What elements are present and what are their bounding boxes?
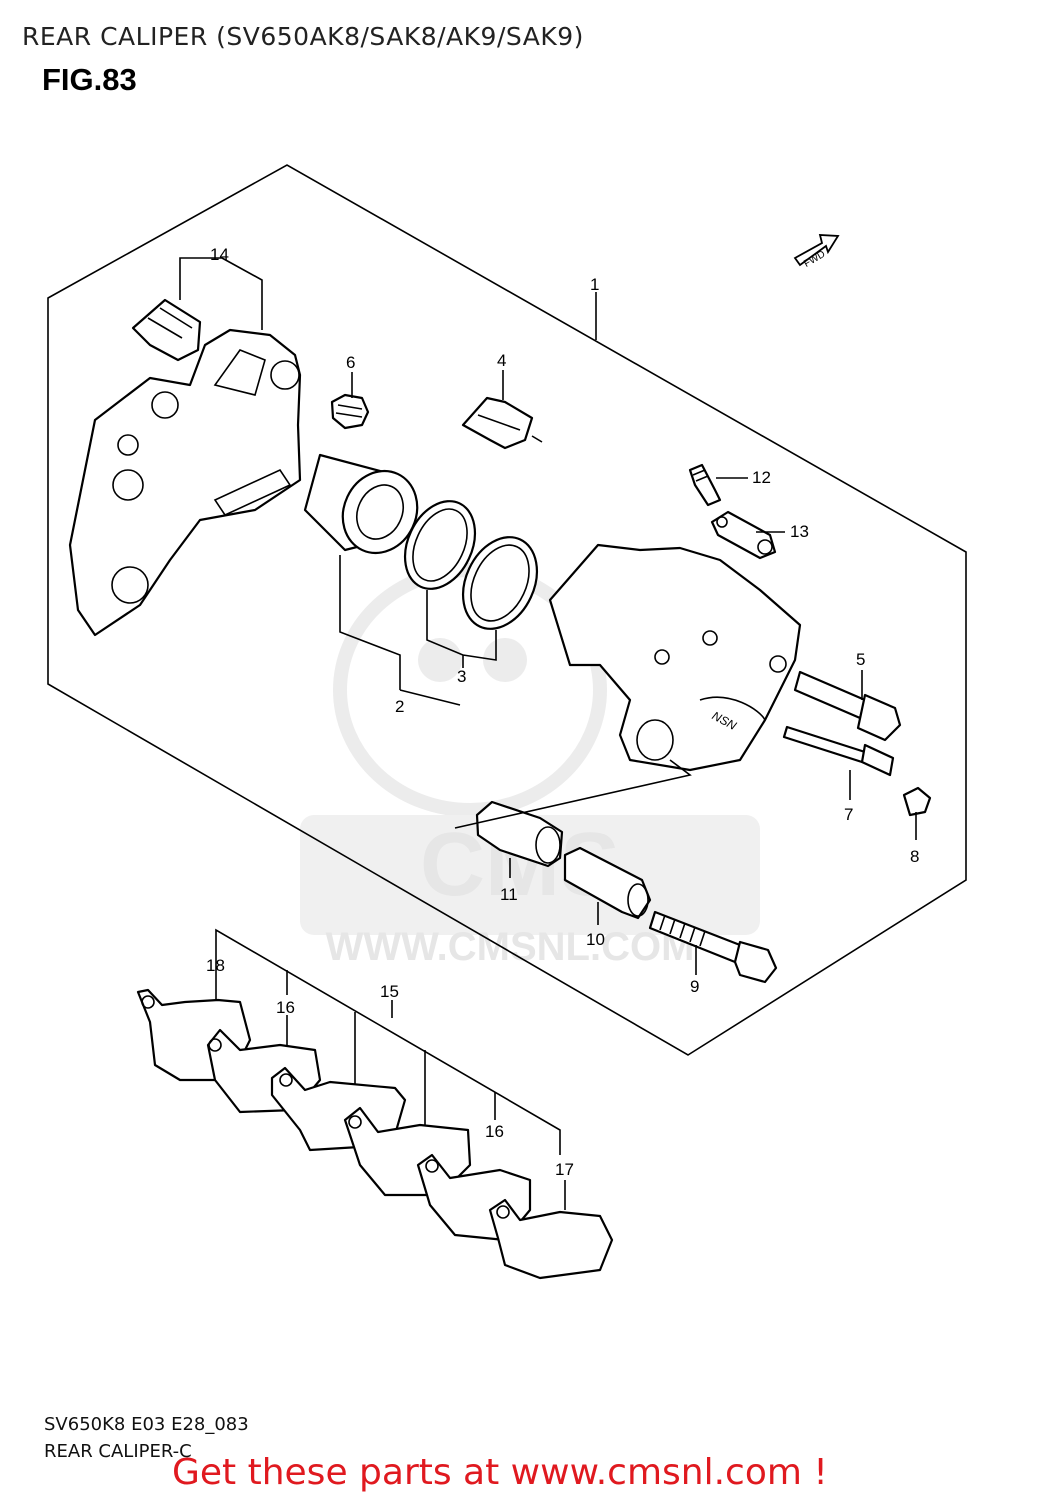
brake-pad-c: [488, 1198, 614, 1280]
dust-seal: [462, 536, 538, 630]
callout-16a: 16: [276, 998, 295, 1017]
callout-6: 6: [346, 353, 355, 372]
callout-10: 10: [586, 930, 605, 949]
pad-spring: [461, 396, 543, 450]
drawing-name: REAR CALIPER-C: [44, 1441, 192, 1462]
callout-12: 12: [752, 468, 771, 487]
callout-11: 11: [500, 885, 518, 904]
fwd-arrow-icon: FWD: [793, 234, 840, 270]
slide-pin-bolt: [793, 670, 902, 742]
callout-9: 9: [690, 977, 699, 996]
caliper-bracket: [68, 328, 302, 637]
page-title: REAR CALIPER (SV650AK8/SAK8/AK9/SAK9): [22, 22, 584, 51]
caliper-piston: [303, 453, 419, 555]
callout-1: 1: [590, 275, 599, 294]
callout-5: 5: [856, 650, 865, 669]
pad-pin: [782, 725, 895, 777]
caliper-body: NSN: [548, 543, 802, 772]
mounting-bolt: [648, 910, 778, 984]
pad-spring-clip: [131, 298, 202, 362]
callout-17: 17: [555, 1160, 574, 1179]
slide-sleeve: [563, 846, 652, 920]
callout-16b: 16: [485, 1122, 504, 1141]
callout-14: 14: [210, 245, 229, 264]
bleeder-screw: [688, 463, 722, 507]
callout-8: 8: [910, 847, 919, 866]
callout-7: 7: [844, 805, 853, 824]
shop-link[interactable]: Get these parts at www.cmsnl.com !: [172, 1452, 828, 1493]
callout-15: 15: [380, 982, 399, 1001]
leader-lines: [179, 257, 917, 1210]
bleeder-cap: [330, 393, 370, 430]
callout-4: 4: [497, 351, 506, 370]
callout-2: 2: [395, 697, 404, 716]
drawing-code: SV650K8 E03 E28_083: [44, 1414, 249, 1435]
callout-18: 18: [206, 956, 225, 975]
assembly-frame: [47, 164, 967, 1056]
callout-13: 13: [790, 522, 809, 541]
watermark-url: WWW.CMSNL.COM: [326, 925, 695, 969]
piston-seal: [403, 500, 477, 590]
pad-pin-plug: [902, 786, 932, 817]
figure-label: FIG.83: [42, 62, 137, 97]
callout-3: 3: [457, 667, 466, 686]
bleeder-washer: [710, 510, 777, 560]
